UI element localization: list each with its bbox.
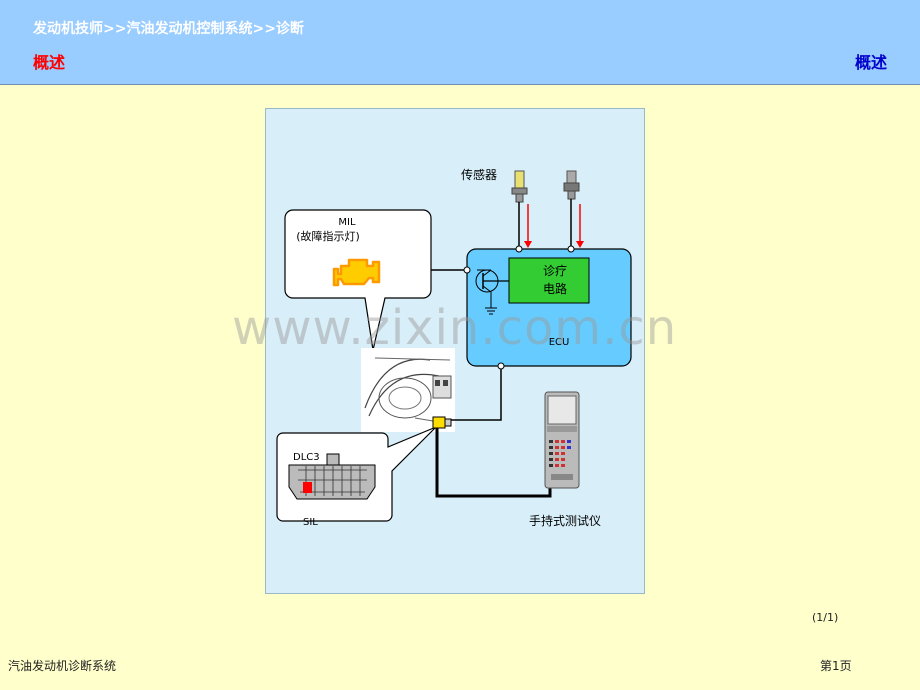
tester-label: 手持式测试仪 bbox=[529, 513, 601, 528]
diagnosis-diagram: 传感器 ECU 诊疗 bbox=[265, 108, 645, 594]
obd-plug-icon bbox=[432, 416, 452, 429]
connector-node bbox=[463, 266, 471, 274]
mil-label: MIL bbox=[338, 217, 356, 228]
ecu-box bbox=[466, 248, 632, 367]
dlc-connector-icon bbox=[288, 453, 376, 500]
page-indicator: (1/1) bbox=[812, 611, 839, 624]
ecu-label: ECU bbox=[549, 337, 570, 348]
connector-node bbox=[567, 245, 575, 253]
breadcrumb: 发动机技师>>汽油发动机控制系统>>诊断 bbox=[33, 21, 304, 37]
signal-arrow-icon bbox=[524, 204, 532, 248]
footer-page-number: 第1页 bbox=[820, 659, 852, 673]
sensor-label: 传感器 bbox=[461, 167, 497, 182]
signal-arrow-icon bbox=[576, 204, 584, 248]
dlc-label: DLC3 bbox=[293, 452, 320, 463]
check-engine-icon bbox=[332, 258, 381, 287]
diagnosis-circuit-label-1: 诊疗 bbox=[543, 264, 567, 278]
connector-node bbox=[515, 245, 523, 253]
watermark: www.zixin.com.cn bbox=[232, 300, 678, 356]
oxygen-sensor-icon bbox=[563, 170, 580, 200]
diagnosis-circuit-label-2: 电路 bbox=[543, 281, 567, 296]
sensor-icon bbox=[511, 170, 528, 203]
handheld-tester-icon bbox=[544, 391, 580, 489]
connector-node bbox=[497, 362, 505, 370]
diagnosis-circuit-box bbox=[508, 257, 590, 304]
mil-description: (故障指示灯) bbox=[296, 229, 360, 243]
section-title-right: 概述 bbox=[854, 53, 887, 72]
sil-label: SIL bbox=[303, 517, 318, 528]
tester-cable bbox=[435, 428, 552, 498]
transistor-icon bbox=[475, 269, 509, 315]
slide-header: 发动机技师>>汽油发动机控制系统>>诊断 概述 概述 bbox=[0, 0, 920, 85]
footer-title: 汽油发动机诊断系统 bbox=[8, 659, 117, 673]
diagram-canvas: 传感器 ECU 诊疗 bbox=[265, 108, 645, 594]
section-title-left: 概述 bbox=[33, 53, 66, 72]
